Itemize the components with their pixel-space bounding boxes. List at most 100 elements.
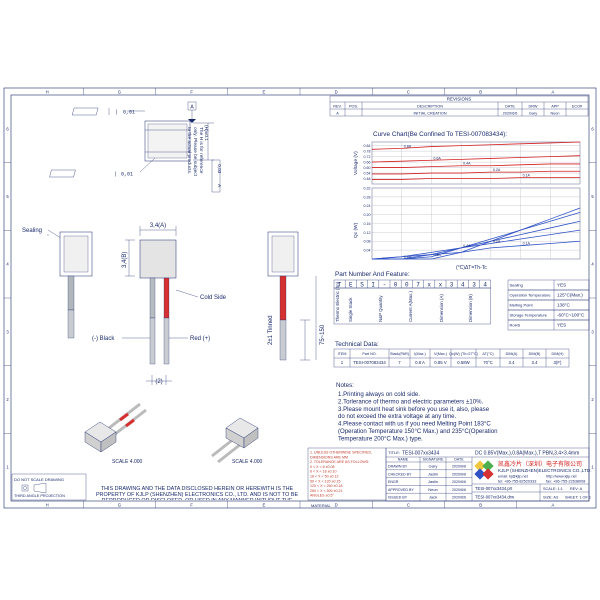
revision-header: POS. <box>349 104 358 108</box>
y-tick-label: 0.20 <box>364 213 371 217</box>
notes-section: Notes: 1.Printing always on cold side.2.… <box>336 382 498 442</box>
zone-row-label: 1 <box>6 465 9 470</box>
signoff-name: Gary <box>429 464 438 469</box>
cold-side-label: Cold Side <box>200 295 227 301</box>
feature-name: Operation Temperature <box>510 293 552 298</box>
zone-row-label: 5 <box>6 194 9 199</box>
signoff-date: 2020/6/6 <box>452 488 466 492</box>
signoff-name: Jaslin <box>428 479 438 484</box>
zone-column-label: F <box>190 90 193 95</box>
feature-value: YES <box>557 323 566 328</box>
techdata-cell: 0.8 A <box>415 360 425 365</box>
company-web: http://www.kjlp.net <box>546 475 578 479</box>
techdata-header: V(Max.) <box>434 352 447 356</box>
note-line: 3.Please mount heat sink before you use … <box>338 406 490 413</box>
y-tick-label: 0.60 <box>364 166 371 170</box>
techdata-cell: 0.58W <box>457 360 470 365</box>
series-label: 0.4A <box>463 244 471 248</box>
zone-column-label: H <box>46 90 49 95</box>
qc-axis-label: Qc (W) <box>353 222 359 238</box>
reference-note-1: (H)±0.1 <box>203 125 209 141</box>
series-label: 0.2A <box>493 168 501 172</box>
note-line: 4.Please contact with us if you need Mel… <box>338 421 491 428</box>
feature-value: 125°C(Max.) <box>557 293 583 298</box>
techdata-header: Qc(W) (Th=27°C) <box>449 352 478 356</box>
series-line <box>371 141 581 150</box>
note-line: do not exceed the extra voltage at any t… <box>338 413 457 420</box>
note-line: 1.Printing always on cold side. <box>338 391 420 398</box>
revision-header: DESCRIPTION <box>417 104 443 108</box>
signoff-date: 2020/6/6 <box>452 472 466 476</box>
techdata-cell: 1 <box>341 360 344 365</box>
revision-cell: Gary <box>529 112 537 116</box>
zone-column-label: H <box>46 503 49 508</box>
series-line <box>371 240 581 260</box>
series-label: 0.6A <box>433 156 441 160</box>
title-block: TITLE: TESI-007xx3434 DC 0.85V(Max.),0.8… <box>311 447 592 508</box>
tolerance-line: 0 < X < 6 ±0.08 <box>310 465 335 469</box>
revision-header: REV. <box>333 104 342 108</box>
series-line <box>371 155 581 163</box>
series-line <box>372 207 581 260</box>
signoff-date: 2020/6/6 <box>452 480 466 484</box>
part-code-char: T <box>338 281 342 288</box>
parallel-tolerance-right: 0,03 <box>216 164 222 174</box>
zone-row-label: 2 <box>591 397 594 402</box>
tolerance-line: 18 < X < 50 ±0.12 <box>310 475 339 479</box>
height-dimension: 3,4(B) <box>122 252 128 268</box>
sealing-label: Sealing <box>22 228 42 234</box>
techdata-cell: 7 <box>398 360 401 365</box>
series-label: 0.2A <box>493 239 501 243</box>
revision-header: APP <box>551 104 559 108</box>
y-tick-label: 0.78 <box>364 150 371 154</box>
zone-column-label: F <box>190 503 193 508</box>
zone-column-label: D <box>335 503 338 508</box>
zone-column-label: E <box>262 503 265 508</box>
voltage-axis-label: Voltage (V) <box>353 151 359 175</box>
techdata-cell: 70°C <box>483 360 493 365</box>
techdata-header: Stack(PAR) <box>390 352 409 356</box>
series-label: 0.1A <box>523 242 531 246</box>
feature-name: Sealing <box>510 283 523 288</box>
part-code-field-label: Thermo Electric (Sn) <box>335 281 340 322</box>
part-code-char: I <box>371 281 375 288</box>
lead-gap-dimension: (2) <box>155 379 162 385</box>
y-tick-label: 0.24 <box>364 204 371 208</box>
note-line: 2.Torlerance of thermo and electric para… <box>338 398 484 405</box>
signoff-role: ENGR <box>388 480 399 484</box>
reference-note-4: to the actual products. <box>186 127 192 174</box>
revisions-title: REVISIONS <box>447 97 472 102</box>
series-line <box>372 220 581 260</box>
part-code-char: E <box>349 281 353 288</box>
size-field: SIZE: A3 <box>543 496 558 500</box>
company-name-cn: 凯鑫冷片（深圳）电子有限公司 <box>498 460 582 468</box>
top-view: 0,01 A 0,01 | | (H)±0.1 The H is for ref… <box>49 101 222 193</box>
signature-header: SIGNATURE <box>423 458 444 462</box>
feature-name: Melting Point <box>510 303 534 308</box>
tolerance-line: 6 < X < 18 ±0.10 <box>310 470 337 474</box>
part-code-field-label: Dimension (A) <box>439 294 444 322</box>
left-side-view: Sealing <box>22 228 93 339</box>
voltage-chart: 0.840.780.720.660.600.540.480.8A0.6A0.4A… <box>364 141 581 185</box>
isometric-view-1: SCALE 4.000 <box>84 402 147 465</box>
tec-body-front <box>139 239 177 279</box>
part-code-char: - <box>383 281 387 288</box>
width-dimension: 3,4(A) <box>150 223 166 229</box>
series-line <box>372 177 580 180</box>
revision-cell: 2020/6/6 <box>503 112 518 116</box>
part-code-char: 4 <box>461 281 465 288</box>
part-code-field-label: Dimension (B) <box>468 294 473 322</box>
series-label: 0.4A <box>463 162 471 166</box>
y-tick-label: 0.16 <box>364 222 371 226</box>
revision-header: ECO# <box>572 104 583 108</box>
part-code-char: x <box>439 281 443 288</box>
y-tick-label: 0.84 <box>364 144 371 148</box>
signoff-role: ISSUED BY <box>388 496 408 500</box>
y-tick-label: 0.72 <box>364 155 371 159</box>
qc-chart: 0.320.280.240.200.160.120.080.040.8A0.6A… <box>364 186 581 260</box>
feature-value: -60°C~100°C <box>557 313 585 318</box>
techdata-header: ΔT(°C) <box>482 352 493 356</box>
y-tick-label: 0.54 <box>364 171 371 175</box>
zone-column-label: C <box>407 503 410 508</box>
svg-text:|: | <box>115 172 116 178</box>
